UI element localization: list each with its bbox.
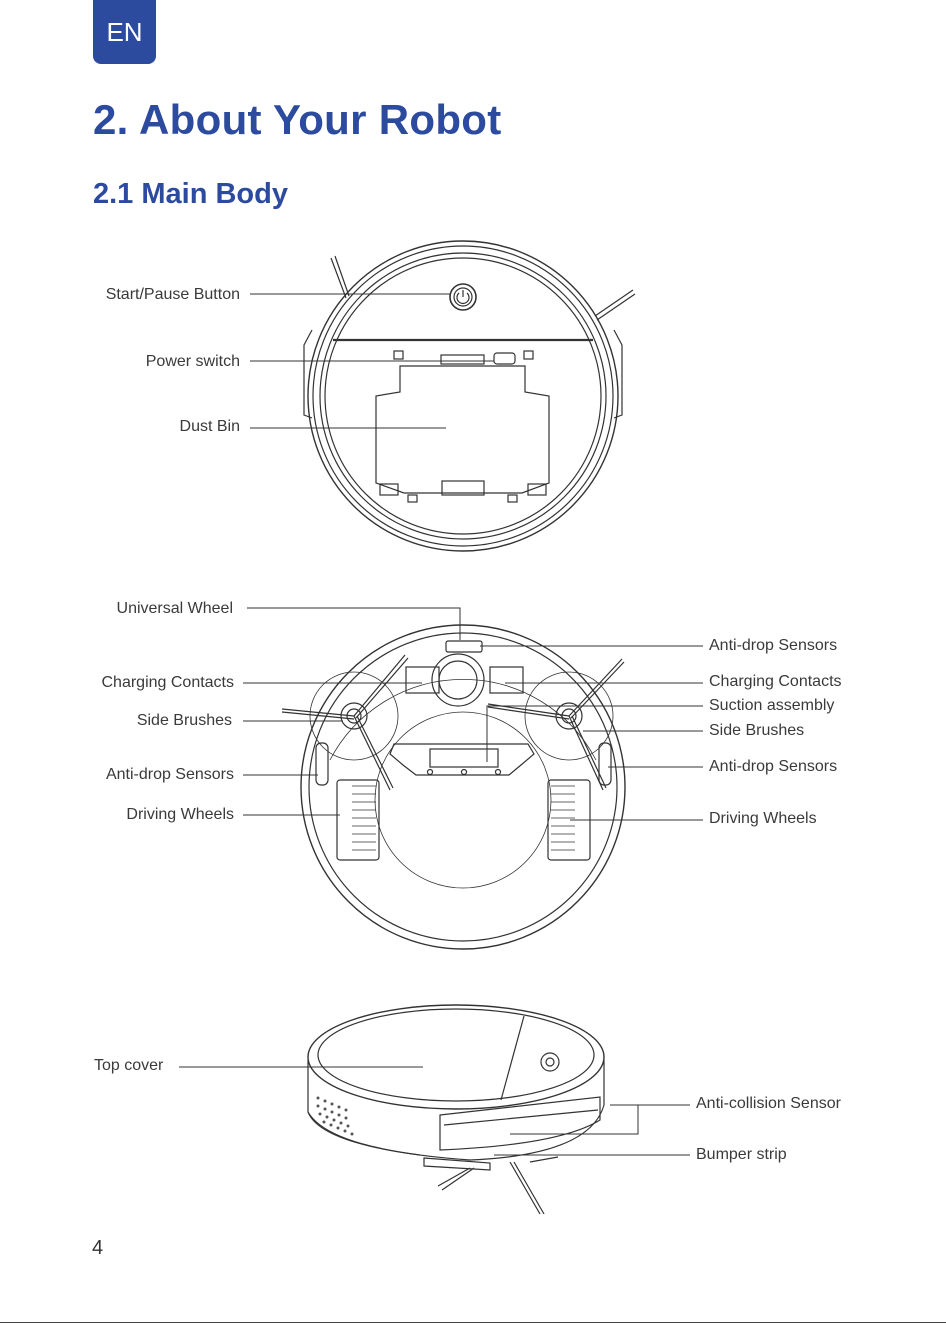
bottom-divider [0, 1322, 946, 1323]
label-universal-wheel: Universal Wheel [116, 600, 233, 617]
label-top-cover: Top cover [94, 1057, 164, 1074]
label-charging-contacts-right: Charging Contacts [709, 673, 842, 690]
label-power-switch: Power switch [145, 353, 240, 370]
label-suction-assembly: Suction assembly [709, 697, 835, 714]
label-anti-drop-sensors-left: Anti-drop Sensors [105, 766, 234, 783]
page-title: 2. About Your Robot [93, 96, 502, 143]
label-dust-bin: Dust Bin [179, 418, 240, 435]
label-start-pause-button: Start/Pause Button [105, 286, 240, 303]
label-bumper-strip: Bumper strip [696, 1146, 787, 1163]
label-anti-collision-sensor: Anti-collision Sensor [696, 1095, 841, 1112]
label-anti-drop-sensors-right: Anti-drop Sensors [709, 758, 838, 775]
label-charging-contacts-left: Charging Contacts [101, 674, 234, 691]
label-anti-drop-sensors-front: Anti-drop Sensors [709, 637, 838, 654]
section-title: 2.1 Main Body [93, 178, 288, 210]
page-number: 4 [92, 1237, 104, 1259]
label-side-brushes-left: Side Brushes [136, 712, 232, 729]
label-driving-wheels-left: Driving Wheels [126, 806, 234, 823]
language-badge: EN [93, 0, 156, 64]
label-side-brushes-right: Side Brushes [709, 722, 805, 739]
label-driving-wheels-right: Driving Wheels [709, 810, 817, 827]
